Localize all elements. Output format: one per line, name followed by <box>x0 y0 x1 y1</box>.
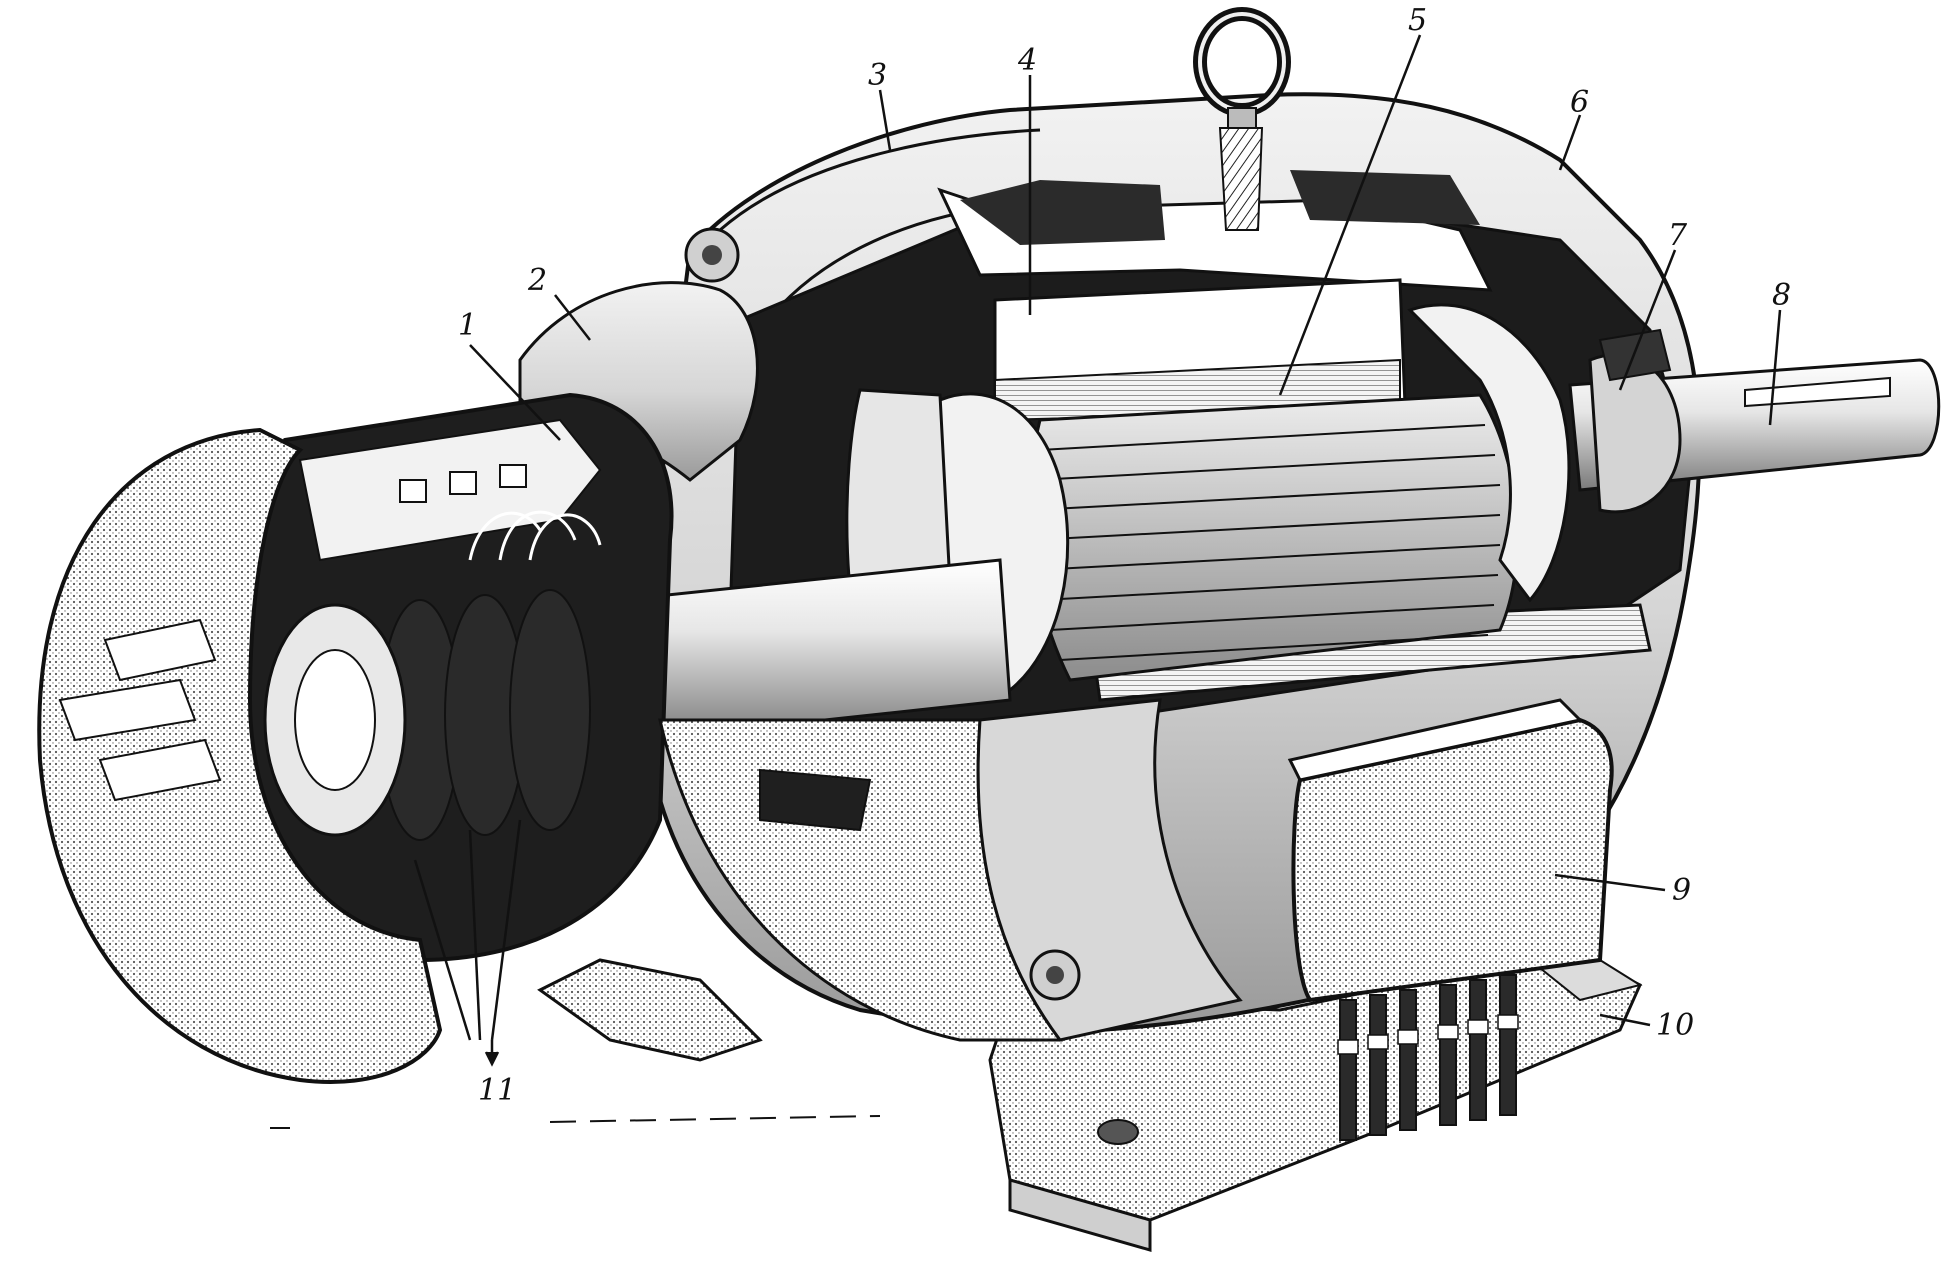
lifting-eye-bolt <box>1193 7 1291 231</box>
leader-8 <box>1768 309 1782 426</box>
label-7: 7 <box>1668 218 1688 253</box>
end-cover <box>37 427 443 1084</box>
leader-5 <box>1278 34 1422 396</box>
baseline-dashes <box>270 1115 881 1129</box>
leader-3 <box>878 89 892 151</box>
label-9: 9 <box>1672 873 1691 908</box>
leader-9 <box>1554 873 1666 892</box>
label-1: 1 <box>458 308 477 343</box>
label-5: 5 <box>1408 3 1427 38</box>
shaft <box>618 328 1941 742</box>
leader-6 <box>1558 114 1582 171</box>
label-10: 10 <box>1656 1008 1694 1043</box>
label-3: 3 <box>868 58 887 93</box>
housing-lower <box>658 698 1243 1042</box>
label-11: 11 <box>478 1073 516 1108</box>
terminal-box <box>1287 698 1614 1141</box>
leader-11-arrow <box>484 1051 500 1067</box>
label-2: 2 <box>527 263 547 298</box>
leader-2 <box>554 294 591 341</box>
label-8: 8 <box>1772 278 1791 313</box>
leader-1 <box>469 344 561 441</box>
label-6: 6 <box>1570 85 1589 120</box>
slip-ring-housing <box>243 392 674 963</box>
leader-7 <box>1618 249 1677 391</box>
leader-11a <box>413 859 472 1041</box>
leader-11b <box>468 829 482 1041</box>
label-4: 4 <box>1017 43 1037 78</box>
part-labels: 1 2 3 4 5 6 7 8 9 10 11 <box>458 3 1791 1108</box>
leader-10 <box>1599 1013 1651 1027</box>
leader-lines <box>413 34 1782 1067</box>
leader-11c <box>490 819 522 1041</box>
